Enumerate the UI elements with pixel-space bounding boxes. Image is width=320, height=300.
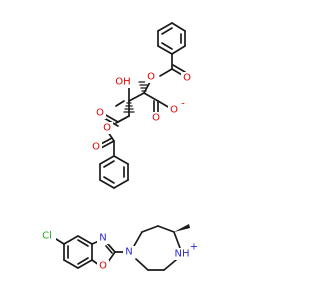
- diazepane-ring: [133, 225, 181, 271]
- benzene-ring-bottom: [99, 155, 129, 189]
- svg-text:OH: OH: [115, 77, 130, 88]
- atom-label-oh: OH: [115, 76, 131, 88]
- atom-label-nitrogen-oxazole: N: [97, 232, 109, 244]
- atom-label-nitrogen-diazepane: N: [123, 246, 135, 258]
- stereo-hash-bond-c2: [123, 102, 135, 113]
- ammonium-charge: +: [190, 242, 198, 253]
- svg-text:O: O: [92, 142, 100, 153]
- benzene-ring-benzoxazole: [55, 235, 93, 269]
- svg-text:Cl: Cl: [42, 231, 52, 242]
- svg-text:O: O: [152, 113, 160, 124]
- carboxylate-charge: -: [181, 99, 185, 110]
- svg-text:O: O: [99, 261, 107, 272]
- atom-label-oxygen-ester-bottom: O: [101, 122, 113, 134]
- svg-text:NH: NH: [175, 249, 190, 260]
- atom-label-chlorine: Cl: [38, 230, 56, 242]
- svg-text:O: O: [103, 123, 111, 134]
- atom-label-oxygen-carbonyl-bottom: O: [90, 141, 102, 153]
- atom-label-oxygen-carboxylate: O: [168, 104, 180, 116]
- atom-label-nh-plus: NH: [173, 248, 191, 260]
- molecule-structure-diagram: OH O O O O O - O O Cl N O N: [0, 0, 300, 300]
- atom-label-oxygen-ester-top: O: [145, 71, 157, 83]
- svg-text:O: O: [183, 73, 191, 84]
- methyl-stereo-wedge: [174, 224, 190, 232]
- benzene-ring-top: [157, 22, 186, 55]
- svg-text:O: O: [147, 72, 155, 83]
- svg-text:N: N: [99, 233, 106, 244]
- svg-text:O: O: [170, 105, 178, 116]
- atom-label-oxygen-carbonyl-top: O: [181, 72, 193, 84]
- svg-text:O: O: [96, 108, 104, 119]
- svg-text:N: N: [125, 247, 132, 258]
- atom-label-oxygen-carboxylate-double: O: [150, 112, 162, 124]
- atom-label-oxygen-oxazole: O: [97, 260, 109, 272]
- atom-label-oxygen-acid-carbonyl: O: [94, 107, 106, 119]
- background: [0, 0, 300, 300]
- oxazole-ring: [91, 240, 125, 266]
